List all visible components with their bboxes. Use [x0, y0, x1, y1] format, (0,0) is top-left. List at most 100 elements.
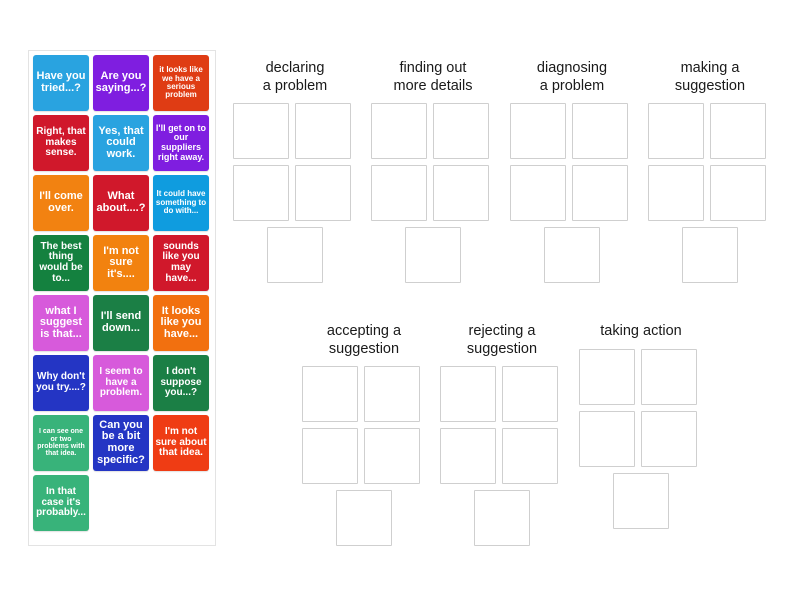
- answer-tile[interactable]: sounds like you may have...: [153, 235, 209, 291]
- drop-slot[interactable]: [474, 490, 530, 547]
- answer-tile[interactable]: it looks like we have a serious problem: [153, 55, 209, 111]
- answer-tile[interactable]: The best thing would be to...: [33, 235, 89, 291]
- drop-slot[interactable]: [572, 103, 628, 160]
- slot-row: [648, 103, 772, 160]
- slot-row: [510, 227, 634, 284]
- slot-row: [371, 165, 495, 222]
- answer-tile[interactable]: Have you tried...?: [33, 55, 89, 111]
- drop-slot[interactable]: [579, 348, 635, 405]
- drop-slot[interactable]: [302, 428, 358, 485]
- drop-slot[interactable]: [710, 103, 766, 160]
- group-slots: [510, 103, 634, 284]
- drop-slot[interactable]: [572, 165, 628, 222]
- answer-tile[interactable]: I'll send down...: [93, 295, 149, 351]
- drop-slot[interactable]: [510, 165, 566, 222]
- answer-tile[interactable]: I seem to have a problem.: [93, 355, 149, 411]
- drop-slot[interactable]: [233, 103, 289, 160]
- group-title: taking action: [600, 323, 682, 339]
- drop-slot[interactable]: [502, 428, 558, 485]
- answer-tile[interactable]: In that case it's probably...: [33, 475, 89, 531]
- answer-tile[interactable]: What about....?: [93, 175, 149, 231]
- answer-tile[interactable]: Yes, that could work.: [93, 115, 149, 171]
- answer-tile[interactable]: what I suggest is that...: [33, 295, 89, 351]
- answer-tile[interactable]: It looks like you have...: [153, 295, 209, 351]
- group-title: rejecting a suggestion: [466, 323, 538, 357]
- slot-row: [510, 165, 634, 222]
- slot-row: [648, 165, 772, 222]
- drop-slot[interactable]: [405, 227, 461, 284]
- group-slots: [440, 366, 564, 547]
- drop-slot[interactable]: [336, 490, 392, 547]
- drop-slot[interactable]: [433, 165, 489, 222]
- slot-row: [302, 490, 426, 547]
- group-title: declaring a problem: [262, 60, 328, 94]
- group-title: diagnosing a problem: [536, 60, 608, 94]
- slot-row: [371, 227, 495, 284]
- group-slots: [371, 103, 495, 284]
- slot-row: [302, 366, 426, 423]
- slot-row: [579, 348, 703, 405]
- drop-slot[interactable]: [641, 410, 697, 467]
- drop-slot[interactable]: [710, 165, 766, 222]
- answer-tile[interactable]: I don't suppose you...?: [153, 355, 209, 411]
- answer-tile[interactable]: I'll get on to our suppliers right away.: [153, 115, 209, 171]
- group-slots: [233, 103, 357, 284]
- answer-tile[interactable]: It could have something to do with...: [153, 175, 209, 231]
- drop-slot[interactable]: [648, 103, 704, 160]
- drop-slot[interactable]: [371, 165, 427, 222]
- answer-tile[interactable]: Can you be a bit more specific?: [93, 415, 149, 471]
- drop-group-making-a-suggestion[interactable]: making a suggestion: [648, 60, 772, 284]
- drop-group-rejecting-a-suggestion[interactable]: rejecting a suggestion: [440, 323, 564, 547]
- drop-slot[interactable]: [579, 410, 635, 467]
- group-title: making a suggestion: [674, 60, 746, 94]
- answer-tile[interactable]: I can see one or two problems with that …: [33, 415, 89, 471]
- slot-row: [371, 103, 495, 160]
- drop-group-accepting-a-suggestion[interactable]: accepting a suggestion: [302, 323, 426, 547]
- answer-tile[interactable]: Right, that makes sense.: [33, 115, 89, 171]
- slot-row: [579, 410, 703, 467]
- slot-row: [233, 165, 357, 222]
- slot-row: [510, 103, 634, 160]
- drop-slot[interactable]: [648, 165, 704, 222]
- slot-row: [440, 366, 564, 423]
- drop-slot[interactable]: [440, 366, 496, 423]
- slot-row: [648, 227, 772, 284]
- drop-slot[interactable]: [641, 348, 697, 405]
- answer-tile-tray: Have you tried...?Are you saying...?it l…: [28, 50, 216, 546]
- answer-tile[interactable]: Why don't you try....?: [33, 355, 89, 411]
- drop-slot[interactable]: [440, 428, 496, 485]
- drop-slot[interactable]: [510, 103, 566, 160]
- drop-slot[interactable]: [682, 227, 738, 284]
- group-slots: [648, 103, 772, 284]
- drop-slot[interactable]: [613, 472, 669, 529]
- drop-slot[interactable]: [433, 103, 489, 160]
- drop-group-finding-out-more-details[interactable]: finding out more details: [371, 60, 495, 284]
- slot-row: [233, 103, 357, 160]
- drop-slot[interactable]: [295, 165, 351, 222]
- drop-slot[interactable]: [371, 103, 427, 160]
- drop-slot[interactable]: [302, 366, 358, 423]
- slot-row: [302, 428, 426, 485]
- answer-tile[interactable]: I'm not sure it's....: [93, 235, 149, 291]
- drop-group-taking-action[interactable]: taking action: [579, 323, 703, 529]
- slot-row: [440, 490, 564, 547]
- slot-row: [233, 227, 357, 284]
- drop-group-declaring-a-problem[interactable]: declaring a problem: [233, 60, 357, 284]
- slot-row: [440, 428, 564, 485]
- answer-tile[interactable]: Are you saying...?: [93, 55, 149, 111]
- group-title: finding out more details: [393, 60, 473, 94]
- drop-slot[interactable]: [267, 227, 323, 284]
- group-slots: [579, 348, 703, 529]
- drop-slot[interactable]: [364, 366, 420, 423]
- answer-tile[interactable]: I'll come over.: [33, 175, 89, 231]
- answer-tile-grid: Have you tried...?Are you saying...?it l…: [33, 55, 216, 535]
- drop-slot[interactable]: [233, 165, 289, 222]
- drop-slot[interactable]: [502, 366, 558, 423]
- drop-slot[interactable]: [544, 227, 600, 284]
- drop-slot[interactable]: [364, 428, 420, 485]
- drop-group-diagnosing-a-problem[interactable]: diagnosing a problem: [510, 60, 634, 284]
- answer-tile[interactable]: I'm not sure about that idea.: [153, 415, 209, 471]
- drop-slot[interactable]: [295, 103, 351, 160]
- group-title: accepting a suggestion: [326, 323, 402, 357]
- slot-row: [579, 472, 703, 529]
